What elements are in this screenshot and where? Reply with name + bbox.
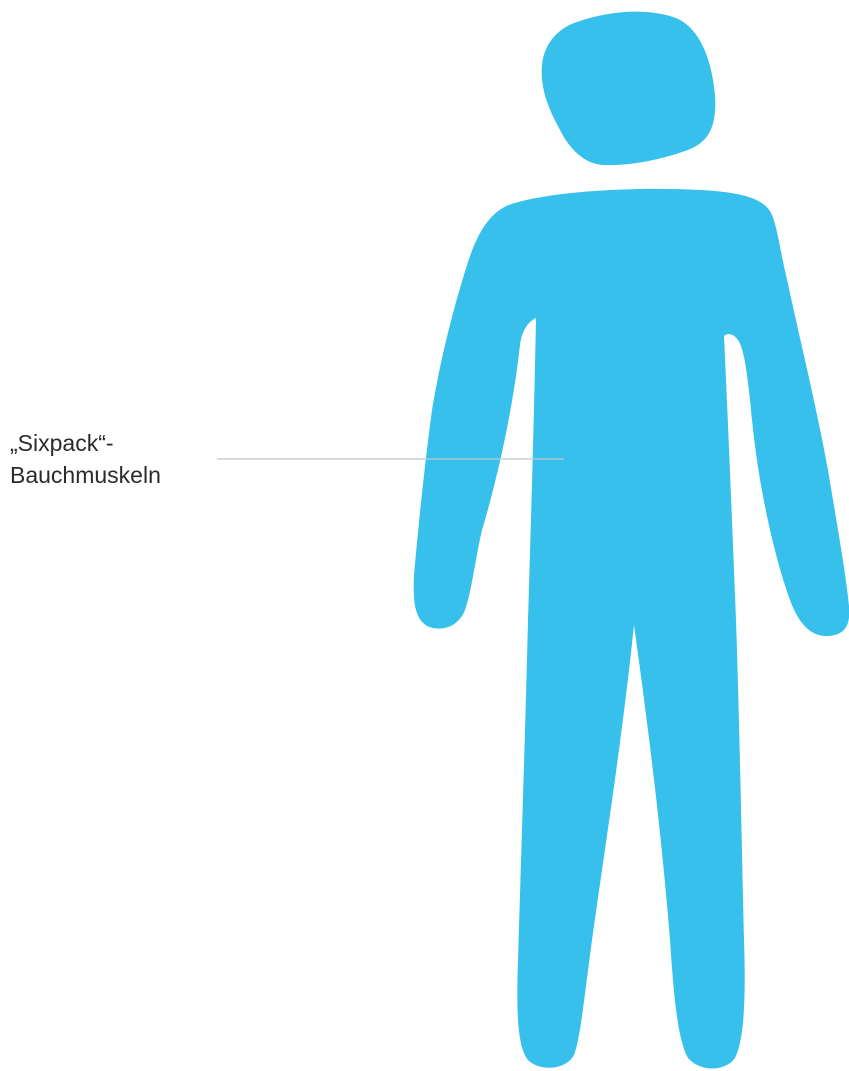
annotation-label-line-2: Bauchmuskeln: [10, 459, 161, 491]
annotation-label-line-1: „Sixpack“-: [10, 427, 161, 459]
figure-body: [414, 189, 849, 1069]
annotation-label: „Sixpack“- Bauchmuskeln: [10, 427, 161, 491]
figure-head: [542, 12, 716, 165]
